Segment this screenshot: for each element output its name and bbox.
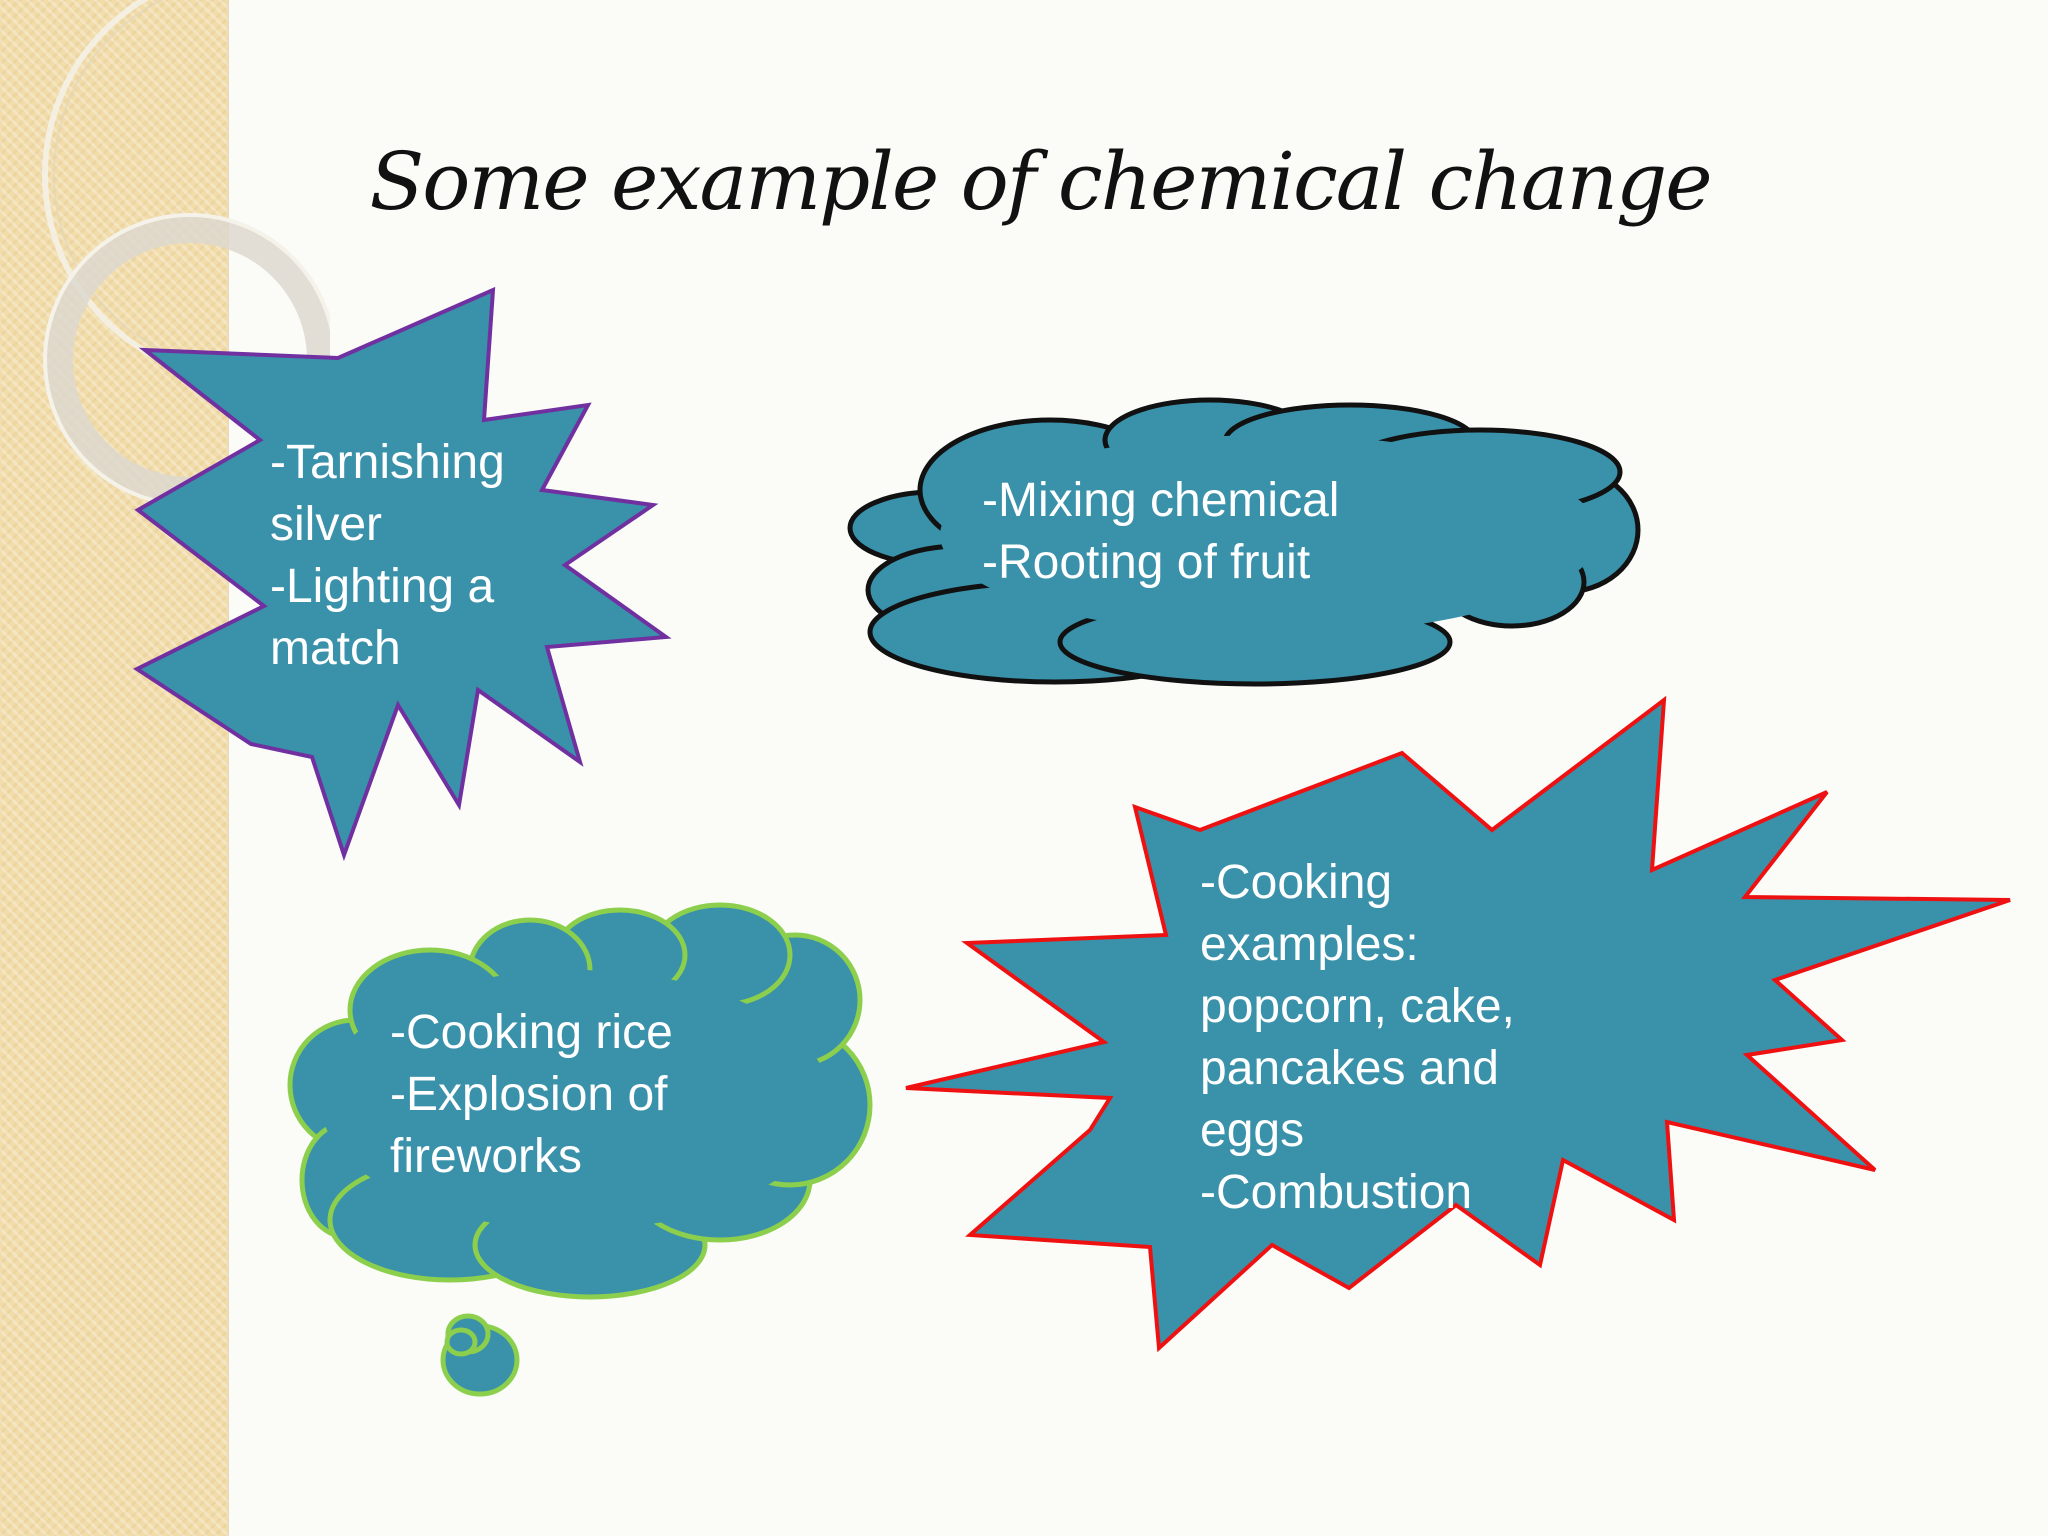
cloud-1-line: -Mixing chemical: [982, 474, 1340, 527]
star-1-line: -Tarnishing: [270, 436, 505, 489]
star-2-line: pancakes and: [1200, 1042, 1499, 1095]
slide-title: Some example of chemical change: [369, 135, 1712, 228]
star-2-line: -Combustion: [1200, 1166, 1473, 1219]
star-1-line: silver: [270, 498, 383, 551]
star-1-line: match: [270, 622, 401, 675]
star-2-text: -Cooking examples: popcorn, cake, pancak…: [1200, 852, 1515, 1224]
cloud-1-line: -Rooting of fruit: [982, 536, 1311, 589]
cloud-2-line: -Cooking rice: [390, 1006, 673, 1059]
cloud-2-line: fireworks: [390, 1130, 583, 1183]
star-2-line: examples:: [1200, 918, 1419, 971]
cloud-1-text: -Mixing chemical -Rooting of fruit: [982, 470, 1339, 594]
cloud-2-text: -Cooking rice -Explosion of fireworks: [390, 1002, 673, 1188]
cloud-2-line: -Explosion of: [390, 1068, 668, 1121]
star-2-line: popcorn, cake,: [1200, 980, 1515, 1033]
star-2-line: eggs: [1200, 1104, 1305, 1157]
star-2-line: -Cooking: [1200, 856, 1393, 909]
star-1-text: -Tarnishing silver -Lighting a match: [270, 432, 505, 680]
star-1-line: -Lighting a: [270, 560, 495, 613]
